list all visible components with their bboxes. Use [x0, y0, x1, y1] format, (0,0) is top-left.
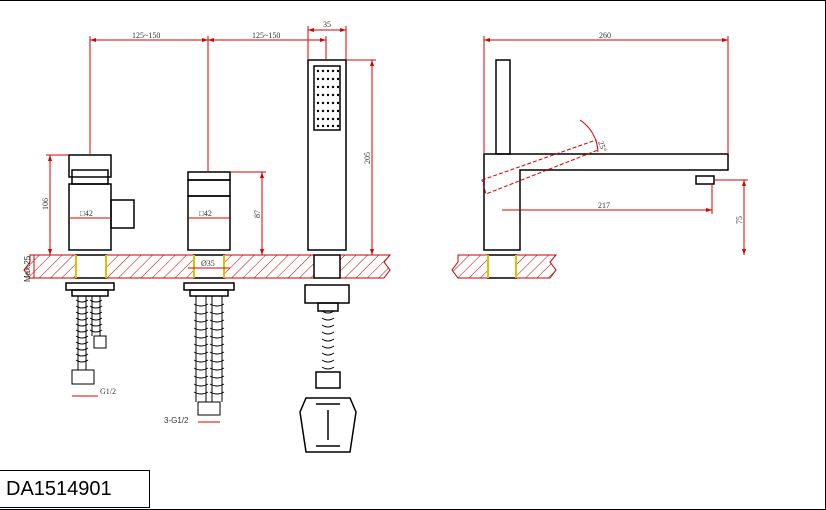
- dim-max-deck: Max.25: [23, 255, 32, 282]
- dim-thread-left: G1/2: [100, 387, 116, 396]
- lever-rotation: [481, 139, 599, 195]
- dim-mixer-height: 106: [41, 198, 50, 210]
- dim-square-left: □42: [80, 209, 93, 218]
- dim-thread-bottom: 3-G1/2: [164, 416, 189, 425]
- dim-square-right: □42: [199, 209, 212, 218]
- diverter-valve: [183, 171, 235, 297]
- shower-hose: [321, 310, 335, 370]
- dim-diameter: Ø35: [201, 259, 215, 268]
- dim-handshower-width: 35: [323, 20, 331, 29]
- dim-handshower-height: 205: [363, 152, 372, 164]
- product-code: DA1514901: [6, 478, 112, 500]
- dimension-arrows: [48, 28, 746, 255]
- mixer-body: [65, 154, 135, 297]
- dim-spout-height: 75: [735, 216, 744, 224]
- hand-shower: [299, 59, 357, 453]
- product-code-box: DA1514901: [0, 470, 150, 508]
- mixer-hose: [71, 296, 107, 385]
- dim-spacing-right: 125~150: [252, 31, 280, 40]
- dim-spacing-left: 125~150: [132, 31, 160, 40]
- shower-nozzles: [316, 69, 340, 128]
- dim-lever-angle: 25°: [596, 140, 608, 154]
- dim-spout-reach: 217: [598, 201, 610, 210]
- dim-overall-length: 260: [599, 31, 611, 40]
- valve-hoses: [193, 296, 225, 416]
- dim-valve-height: 87: [253, 210, 262, 218]
- dimension-lines: [33, 26, 748, 423]
- spout-side-view: [483, 59, 729, 279]
